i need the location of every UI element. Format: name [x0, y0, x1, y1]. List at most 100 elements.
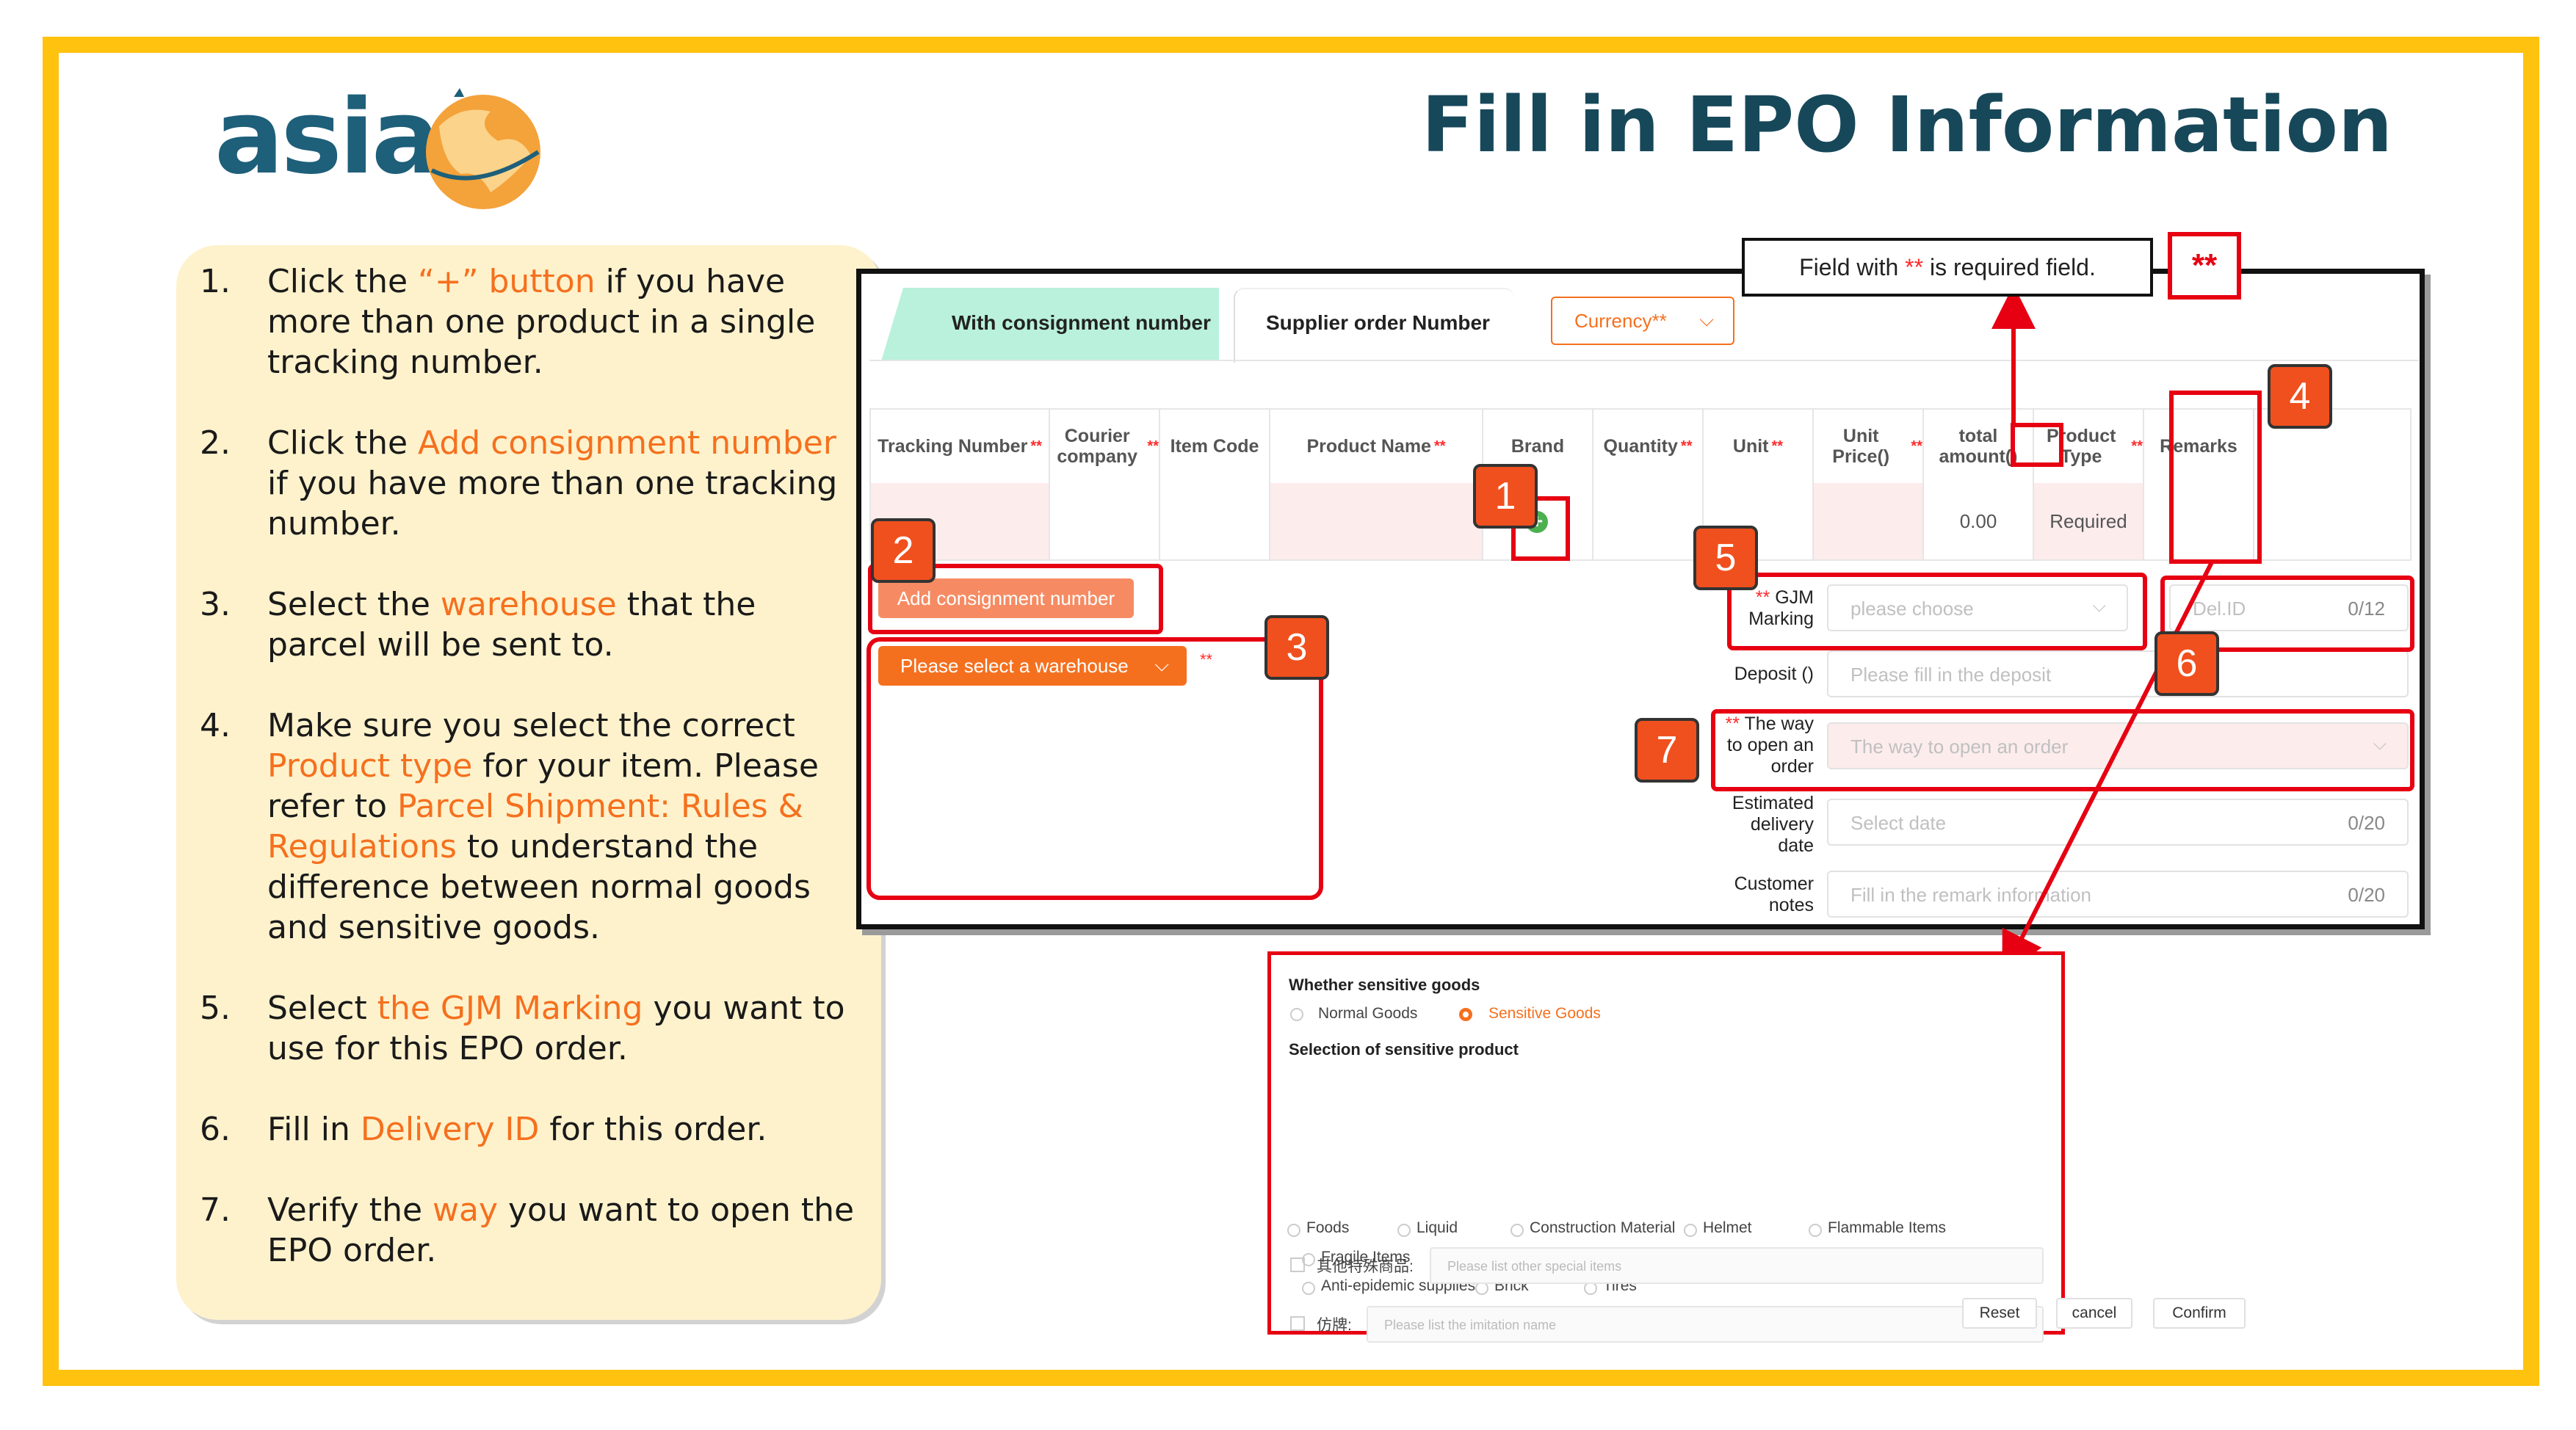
instruction-step: 4.Make sure you select the correct Produ…: [200, 705, 861, 948]
sensitive-option-radio[interactable]: [1302, 1282, 1315, 1296]
step-number: 1.: [200, 263, 231, 300]
step-text: you want to use for this EPO order.: [267, 990, 845, 1067]
step-badge-6: 6: [2154, 631, 2219, 696]
instruction-step: 5.Select the GJM Marking you want to use…: [200, 988, 861, 1069]
globe-logo-icon: [426, 88, 540, 209]
normal-goods-radio[interactable]: [1290, 1008, 1303, 1021]
table-header-cell: Item Code: [1160, 410, 1270, 483]
step-text: you want to open the EPO order.: [267, 1191, 855, 1269]
gjm-marking-select[interactable]: please choose⌵: [1827, 584, 2128, 631]
table-cell[interactable]: [1593, 483, 1704, 559]
sensitive-goods-title: Whether sensitive goods: [1289, 976, 1480, 994]
instruction-steps: 1.Click the “+” button if you have more …: [200, 261, 861, 1311]
table-cell[interactable]: [1270, 483, 1483, 559]
gjm-marking-label: ** GJM Marking: [1748, 587, 1814, 629]
instruction-step: 6.Fill in Delivery ID for this order.: [200, 1109, 861, 1150]
page-title: Fill in EPO Information: [1421, 80, 2392, 170]
slide-frame: [43, 37, 2539, 1386]
sensitive-option-radio[interactable]: [1809, 1224, 1822, 1237]
estimated-delivery-placeholder: Select date: [1850, 812, 1947, 834]
table-header-cell: Product Name**: [1270, 410, 1483, 483]
sensitive-option-radio[interactable]: [1287, 1224, 1300, 1237]
sensitive-option-radio[interactable]: [1684, 1224, 1697, 1237]
tab-with-consignment-label: With consignment number: [952, 311, 1211, 334]
warehouse-select-label: Please select a warehouse: [900, 654, 1129, 677]
sensitive-option-label: Flammable Items: [1828, 1219, 1947, 1236]
step-highlight-text: Parcel Shipment: Rules & Regulations: [267, 788, 803, 865]
table-cell[interactable]: 0.00: [1924, 483, 2034, 559]
highlight-add-consignment: [868, 564, 1163, 634]
table-cell[interactable]: [1050, 483, 1160, 559]
sensitive-goods-label: Sensitive Goods: [1488, 1005, 1601, 1022]
add-consignment-button[interactable]: Add consignment number: [878, 578, 1134, 618]
highlight-warehouse: [866, 637, 1323, 900]
warehouse-required-mark: **: [1200, 650, 1213, 669]
table-cell[interactable]: [2144, 483, 2254, 559]
step-text: Make sure you select the correct: [267, 707, 795, 744]
special-items-input[interactable]: Please list other special items: [1430, 1247, 2044, 1284]
sensitive-selection-title: Selection of sensitive product: [1289, 1040, 1519, 1059]
chevron-down-icon: ⌵: [1699, 308, 1714, 330]
table-header-cell: Brand: [1483, 410, 1593, 483]
table-header-cell: Quantity**: [1593, 410, 1704, 483]
sensitive-option-label: Foods: [1306, 1219, 1350, 1236]
sensitive-option-label: Liquid: [1417, 1219, 1458, 1236]
step-badge-7: 7: [1635, 718, 1699, 783]
customer-notes-count: 0/20: [2348, 884, 2385, 906]
step-badge-1: 1: [1473, 464, 1538, 529]
legend-prefix: Field with: [1799, 253, 1899, 280]
deposit-input[interactable]: Please fill in the deposit: [1827, 650, 2409, 697]
estimated-delivery-count: 0/20: [2348, 812, 2385, 834]
imitation-checkbox[interactable]: [1290, 1316, 1305, 1331]
sensitive-option-label: Helmet: [1703, 1219, 1752, 1236]
step-text: if you have more than one tracking numbe…: [267, 465, 838, 542]
step-text: that the parcel will be sent to.: [267, 586, 756, 664]
step-highlight-text: warehouse: [440, 586, 617, 623]
highlight-delivery-id: [2160, 576, 2414, 652]
table-header-cell: Unit**: [1704, 410, 1814, 483]
required-marker-example: **: [2168, 232, 2241, 300]
step-highlight-text: the GJM Marking: [377, 990, 643, 1027]
step-text: Click the: [267, 424, 419, 462]
table-cell[interactable]: Required: [2034, 483, 2144, 559]
sensitive-option-radio[interactable]: [1510, 1224, 1524, 1237]
warehouse-select[interactable]: Please select a warehouse ⌵: [878, 646, 1187, 686]
currency-select[interactable]: Currency** ⌵: [1551, 297, 1734, 345]
order-way-placeholder: The way to open an order: [1850, 736, 2069, 758]
special-items-label: 其他特殊商品:: [1317, 1258, 1414, 1275]
deposit-label: Deposit (): [1734, 664, 1814, 684]
confirm-button[interactable]: Confirm: [2153, 1298, 2246, 1329]
sensitive-goods-popup: Whether sensitive goods Normal Goods Sen…: [1267, 951, 2065, 1343]
chevron-down-icon: ⌵: [2373, 734, 2387, 754]
cancel-button[interactable]: cancel: [2056, 1298, 2132, 1329]
step-text: if you have more than one product in a s…: [267, 263, 816, 381]
table-header-cell: Courier company**: [1050, 410, 1160, 483]
highlight-product-type: [2169, 391, 2262, 564]
tab-with-consignment[interactable]: [881, 288, 1219, 361]
normal-goods-label: Normal Goods: [1318, 1005, 1418, 1022]
table-header-cell: total amount(): [1924, 410, 2034, 483]
special-items-checkbox[interactable]: [1290, 1257, 1305, 1272]
step-badge-2: 2: [871, 518, 936, 583]
estimated-delivery-input[interactable]: Select date 0/20: [1827, 799, 2409, 846]
table-cell[interactable]: [1814, 483, 1924, 559]
reset-button[interactable]: Reset: [1962, 1298, 2037, 1329]
imitation-input[interactable]: Please list the imitation name: [1367, 1306, 2044, 1343]
step-highlight-text: way: [433, 1191, 499, 1229]
step-number: 2.: [200, 424, 231, 462]
sensitive-option-radio[interactable]: [1302, 1252, 1315, 1266]
step-text: to understand the difference between nor…: [267, 828, 811, 946]
tab-supplier-order-label: Supplier order Number: [1266, 311, 1490, 334]
tab-supplier-order[interactable]: [1234, 288, 1514, 363]
step-number: 6.: [200, 1111, 231, 1148]
logo-wordmark: asia: [214, 78, 441, 197]
tab-divider: [869, 360, 2419, 361]
step-number: 3.: [200, 586, 231, 623]
sensitive-option-radio[interactable]: [1397, 1224, 1411, 1237]
gjm-placeholder: please choose: [1850, 598, 1974, 620]
table-cell[interactable]: [1160, 483, 1270, 559]
sensitive-goods-radio[interactable]: [1459, 1008, 1472, 1021]
